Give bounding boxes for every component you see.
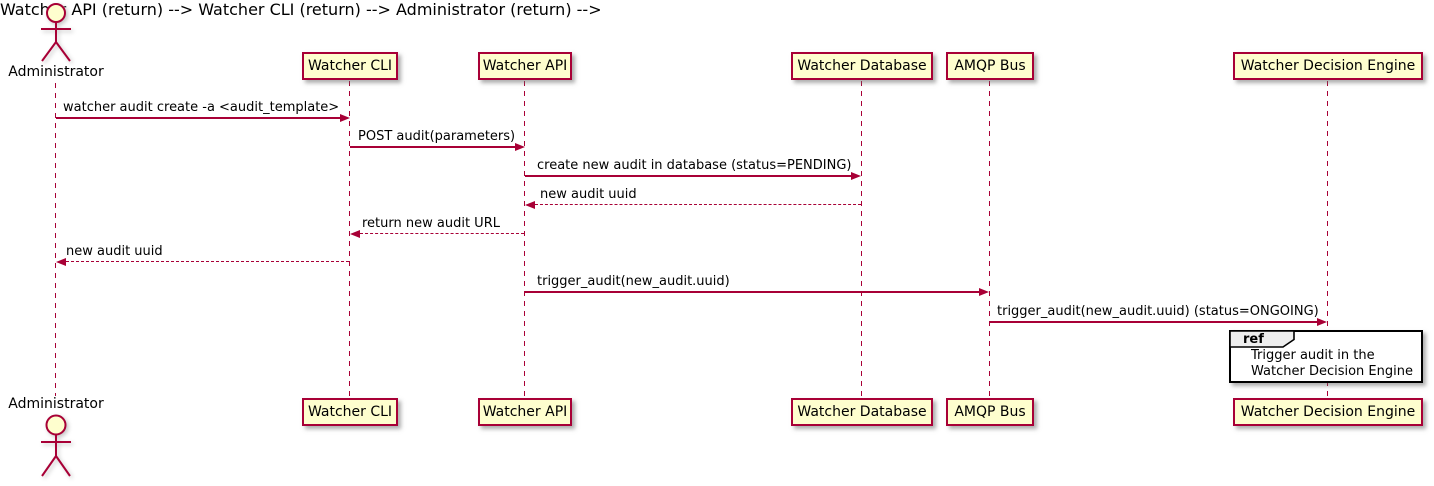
- participant-watcher-database-top: Watcher Database: [791, 52, 933, 80]
- lifeline-watcher-decision-engine: [1327, 81, 1328, 397]
- message-label: new audit uuid: [66, 244, 163, 259]
- participant-administrator-bottom: Administrator: [8, 396, 104, 412]
- lifeline-amqp-bus: [989, 81, 990, 397]
- message-label: trigger_audit(new_audit.uuid): [537, 274, 730, 289]
- participant-watcher-decision-engine-top: Watcher Decision Engine: [1233, 52, 1423, 80]
- participant-amqp-bus-top: AMQP Bus: [946, 52, 1034, 80]
- message-line: [350, 146, 516, 148]
- message-label: return new audit URL: [362, 216, 500, 231]
- arrowhead-icon: [515, 143, 525, 151]
- message-label: create new audit in database (status=PEN…: [537, 158, 852, 173]
- ref-frame-text: Trigger audit in the Watcher Decision En…: [1251, 348, 1413, 380]
- message-label: new audit uuid: [540, 187, 637, 202]
- message-line: [56, 117, 341, 119]
- actor-administrator-icon: [41, 414, 71, 477]
- lifeline-watcher-cli: [349, 81, 350, 397]
- ref-tag-shape: [1229, 330, 1295, 348]
- participant-watcher-decision-engine-bottom: Watcher Decision Engine: [1233, 398, 1423, 426]
- participant-watcher-api-top: Watcher API: [478, 52, 572, 80]
- ref-frame: ref Trigger audit in the Watcher Decisio…: [1229, 330, 1423, 383]
- message-label: POST audit(parameters): [358, 129, 516, 144]
- message-line: [525, 291, 980, 293]
- message-line: [535, 204, 861, 205]
- participant-administrator-top: Administrator: [8, 64, 104, 80]
- arrowhead-icon: [979, 288, 989, 296]
- actor-administrator-icon: [41, 3, 71, 62]
- lifeline-administrator: [55, 83, 56, 396]
- ref-frame-line: Trigger audit in the: [1251, 348, 1375, 363]
- message-label: trigger_audit(new_audit.uuid) (status=ON…: [997, 304, 1319, 319]
- message-line: [525, 175, 852, 177]
- message-line: [66, 261, 349, 262]
- lifeline-watcher-database: [861, 81, 862, 397]
- participant-watcher-cli-top: Watcher CLI: [302, 52, 398, 80]
- participant-watcher-api-bottom: Watcher API: [478, 398, 572, 426]
- message-label: watcher audit create -a <audit_template>: [63, 100, 340, 115]
- participant-amqp-bus-bottom: AMQP Bus: [946, 398, 1034, 426]
- ref-tag-label: ref: [1243, 332, 1264, 347]
- arrowhead-icon: [525, 201, 535, 209]
- arrowhead-icon: [851, 172, 861, 180]
- arrowhead-icon: [350, 230, 360, 238]
- participant-watcher-database-bottom: Watcher Database: [791, 398, 933, 426]
- arrowhead-icon: [340, 114, 350, 122]
- lifeline-watcher-api: [524, 81, 525, 397]
- participant-watcher-cli-bottom: Watcher CLI: [302, 398, 398, 426]
- message-line: [360, 233, 524, 234]
- arrowhead-icon: [56, 258, 66, 266]
- arrowhead-icon: [1317, 318, 1327, 326]
- ref-frame-line: Watcher Decision Engine: [1251, 364, 1413, 379]
- message-line: [990, 321, 1318, 323]
